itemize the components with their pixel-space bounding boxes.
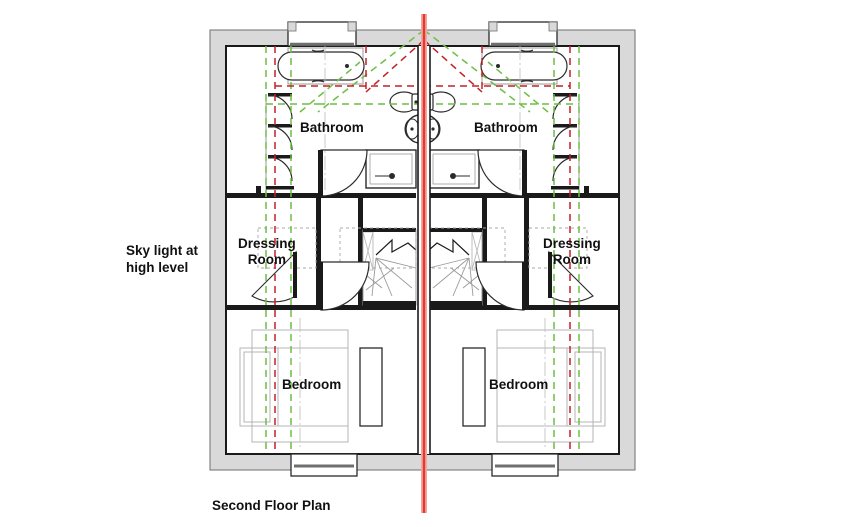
bath-tub [277, 51, 365, 81]
room-label-dressing-left: Dressing Room [238, 236, 296, 269]
page-title: Second Floor Plan [212, 498, 331, 513]
door-leaf-bathroom-right[interactable] [522, 150, 527, 196]
bath-tap [520, 80, 534, 83]
door-bathroom-left[interactable] [320, 149, 368, 197]
dressing-right-line1: Dressing [543, 236, 601, 251]
door-swing-arc [552, 94, 578, 120]
bedroom-furniture-right [462, 329, 606, 443]
stair-head [429, 228, 482, 232]
bath-tap [311, 49, 325, 52]
wall-cupboard-left [256, 186, 261, 198]
staircase-right [428, 228, 483, 306]
bath-tap [311, 80, 325, 83]
room-label-bedroom-right: Bedroom [489, 377, 549, 392]
door-bedroom-right[interactable] [475, 261, 525, 311]
window-jamb [548, 21, 558, 32]
wardrobe-door-leaf[interactable] [268, 124, 292, 128]
bottom-window-openings [290, 453, 559, 477]
bed-mattress [496, 347, 606, 427]
shower-tray-inner [369, 153, 413, 185]
top-window-openings [287, 21, 558, 47]
door-bathroom-right[interactable] [477, 149, 525, 197]
bath-waste [345, 64, 349, 68]
bath-tub [480, 51, 568, 81]
green-dashed-lines [265, 29, 580, 450]
stair-foot [363, 301, 416, 306]
door-leaf-bedroom-right[interactable] [522, 262, 527, 310]
dressing-unit-left-2 [339, 227, 417, 269]
wardrobe-door-leaf[interactable] [553, 124, 577, 128]
bed-headboard [574, 351, 602, 423]
bed-mattress [239, 347, 349, 427]
door-swing-arc [267, 94, 293, 120]
red-hip-right [423, 39, 483, 93]
wardrobe-door-leaf[interactable] [553, 155, 577, 159]
room-label-bathroom-right: Bathroom [474, 120, 538, 135]
bath-waste [496, 64, 500, 68]
wardrobe [462, 347, 486, 427]
dressing-left-line1: Dressing [238, 236, 296, 251]
window-left-top [287, 21, 357, 47]
fixtures-left [277, 47, 422, 189]
door-bedroom-left[interactable] [320, 261, 370, 311]
door-swing-arc [267, 156, 293, 182]
wardrobe-door-leaf[interactable] [268, 155, 292, 159]
window-jamb [287, 21, 297, 32]
wardrobe-door-leaf[interactable] [551, 186, 579, 190]
door-leaf-dressing-right[interactable] [548, 252, 552, 298]
window-jamb [488, 21, 498, 32]
centrelines [299, 46, 546, 450]
dressing-left-line2: Room [247, 252, 287, 268]
wc-flush [414, 100, 418, 104]
green-diag-left [299, 61, 361, 113]
party-wall-centreline [417, 14, 431, 513]
wardrobe-doors-left [265, 93, 294, 190]
wardrobe-door-leaf[interactable] [266, 186, 294, 190]
room-label-bathroom-left: Bathroom [300, 120, 364, 135]
door-leaf-bedroom-left[interactable] [318, 262, 323, 310]
staircase-left [362, 228, 417, 306]
dressing-right-line2: Room [552, 252, 592, 268]
stair-foot [429, 301, 482, 306]
wardrobe-door-leaf[interactable] [268, 93, 292, 97]
shower-waste [450, 173, 456, 179]
wardrobe-door-leaf[interactable] [553, 93, 577, 97]
red-hip-left [365, 39, 425, 93]
basin-waste [431, 127, 435, 131]
stair-head [363, 228, 416, 232]
door-swing-arc [552, 156, 578, 182]
wall-corridor-right [524, 193, 529, 310]
skylight-note-line2: high level [126, 259, 189, 275]
fixtures-right [423, 47, 568, 189]
shower-tray [365, 149, 417, 189]
green-diag-right [487, 61, 549, 113]
skylight-note-line1: Sky light at [126, 243, 199, 258]
shower-tray [428, 149, 480, 189]
doors [251, 149, 594, 311]
wall-corridor-left [316, 193, 321, 310]
shower-waste [389, 173, 395, 179]
bath-tap [520, 49, 534, 52]
window-right-top [488, 21, 558, 47]
wardrobe [359, 347, 383, 427]
green-hip-left [317, 29, 425, 113]
door-leaf-bathroom-left[interactable] [318, 150, 323, 196]
wall-stair-right [482, 198, 487, 308]
red-dashed-lines [274, 39, 571, 450]
room-label-dressing-right: Dressing Room [543, 236, 601, 269]
wall-cupboard-right [584, 186, 589, 198]
shower-tray-inner [432, 153, 476, 185]
wall-stair-left [358, 198, 363, 308]
green-hip-right [423, 29, 531, 113]
basin-waste [410, 127, 414, 131]
bed-headboard [243, 351, 271, 423]
door-leaf-dressing-left[interactable] [293, 252, 297, 298]
room-label-bedroom-left: Bedroom [282, 377, 342, 392]
skylight-note: Sky light at high level [126, 243, 226, 277]
window-jamb [347, 21, 357, 32]
